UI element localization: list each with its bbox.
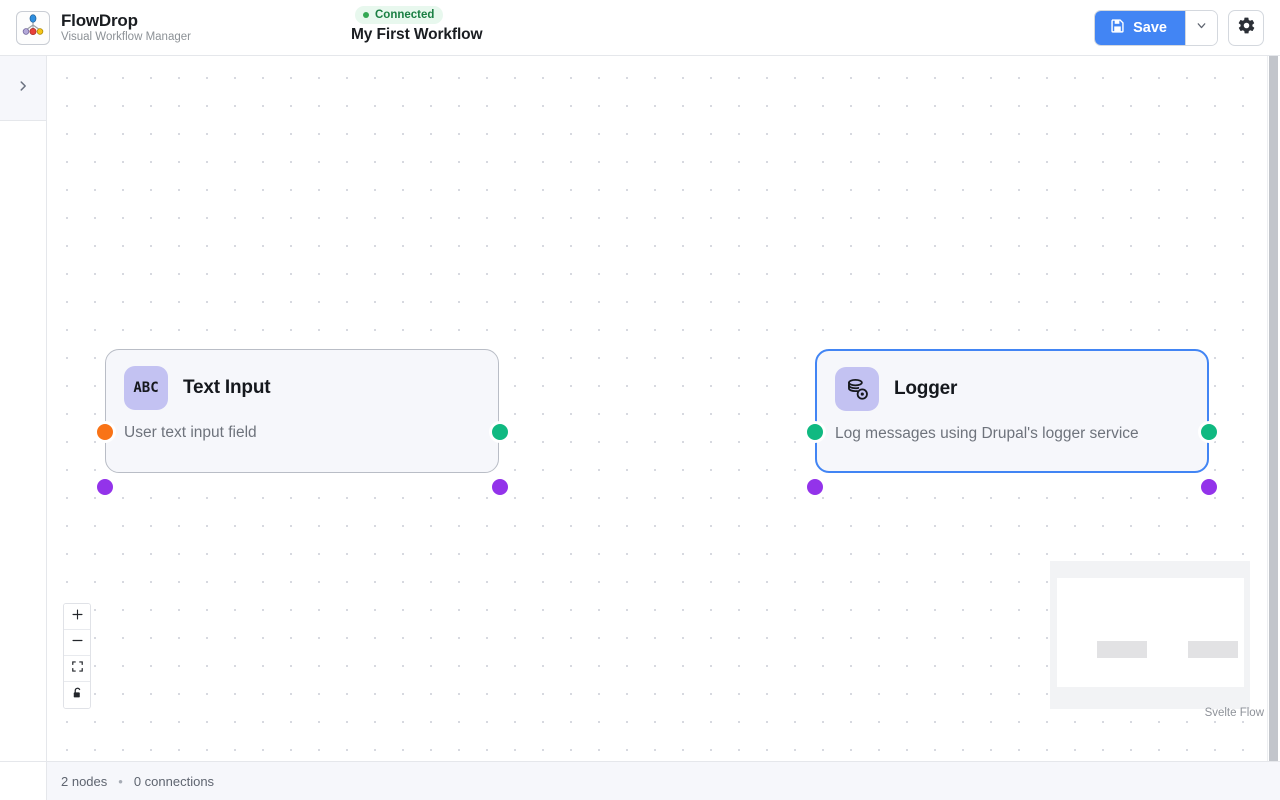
status-badge-label: Connected — [375, 9, 435, 21]
node-header: Logger — [835, 367, 1187, 411]
workspace: ABC Text Input User text input field — [0, 56, 1280, 761]
vertical-scrollbar[interactable] — [1267, 56, 1280, 761]
minimap[interactable] — [1050, 561, 1250, 709]
status-bar-left-gutter — [0, 761, 47, 800]
node-count-label: 2 nodes — [61, 773, 108, 789]
chevron-right-icon — [16, 79, 30, 98]
brand: FlowDrop Visual Workflow Manager — [16, 10, 191, 45]
gear-icon — [1237, 16, 1256, 40]
handle-target-bottom-left[interactable] — [804, 476, 826, 498]
minus-icon — [71, 634, 84, 652]
status-dot-icon — [363, 12, 369, 18]
floppy-disk-icon — [1110, 18, 1125, 37]
header-actions: Save — [1094, 9, 1264, 46]
node-title: Text Input — [183, 377, 271, 398]
zoom-in-button[interactable] — [64, 604, 90, 630]
flow-canvas[interactable]: ABC Text Input User text input field — [47, 56, 1280, 761]
handle-source-top-right[interactable] — [1198, 421, 1220, 443]
canvas-controls — [63, 603, 91, 709]
status-separator: • — [118, 773, 123, 789]
handle-target-top-left[interactable] — [804, 421, 826, 443]
flow-node-logger[interactable]: Logger Log messages using Drupal's logge… — [804, 349, 1220, 498]
save-button-label: Save — [1133, 19, 1167, 36]
node-description: Log messages using Drupal's logger servi… — [835, 425, 1139, 442]
app-subtitle: Visual Workflow Manager — [61, 31, 191, 44]
database-eye-icon — [835, 367, 879, 411]
minimap-node — [1188, 641, 1238, 658]
chevron-down-icon — [1195, 19, 1208, 37]
lock-button[interactable] — [64, 682, 90, 708]
handle-source-bottom-right[interactable] — [488, 475, 511, 498]
handle-target-top-left[interactable] — [93, 420, 116, 443]
sidebar-expand-button[interactable] — [0, 56, 46, 121]
connection-count-label: 0 connections — [133, 773, 215, 789]
workflow-node-graph-icon — [22, 13, 44, 42]
handle-source-top-right[interactable] — [488, 420, 511, 443]
sidebar — [0, 56, 47, 761]
brand-text: FlowDrop Visual Workflow Manager — [61, 11, 191, 45]
handle-source-bottom-right[interactable] — [1198, 476, 1220, 498]
fit-view-icon — [71, 660, 84, 678]
settings-button[interactable] — [1228, 9, 1264, 46]
zoom-out-button[interactable] — [64, 630, 90, 656]
abc-text-icon: ABC — [124, 366, 168, 410]
unlock-icon — [71, 686, 84, 705]
save-button[interactable]: Save — [1095, 10, 1185, 45]
plus-icon — [71, 608, 84, 626]
node-title: Logger — [894, 378, 958, 399]
attribution-label: Svelte Flow — [1204, 707, 1264, 719]
scrollbar-thumb[interactable] — [1269, 56, 1278, 761]
save-dropdown-button[interactable] — [1185, 10, 1217, 45]
minimap-viewport[interactable] — [1057, 578, 1244, 687]
fit-view-button[interactable] — [64, 656, 90, 682]
app-logo — [16, 10, 50, 45]
status-badge: Connected — [355, 6, 444, 24]
handle-target-bottom-left[interactable] — [93, 475, 116, 498]
workflow-info: Connected My First Workflow — [351, 6, 483, 44]
status-bar: 2 nodes • 0 connections — [0, 761, 1280, 800]
minimap-node — [1097, 641, 1147, 658]
node-header: ABC Text Input — [124, 366, 478, 410]
save-button-group: Save — [1094, 9, 1218, 46]
node-icon-label: ABC — [133, 380, 159, 396]
node-description: User text input field — [124, 424, 257, 441]
flow-node-text-input[interactable]: ABC Text Input User text input field — [93, 349, 511, 498]
workflow-title: My First Workflow — [351, 26, 483, 43]
app-header: FlowDrop Visual Workflow Manager Connect… — [0, 0, 1280, 56]
app-title: FlowDrop — [61, 10, 138, 30]
